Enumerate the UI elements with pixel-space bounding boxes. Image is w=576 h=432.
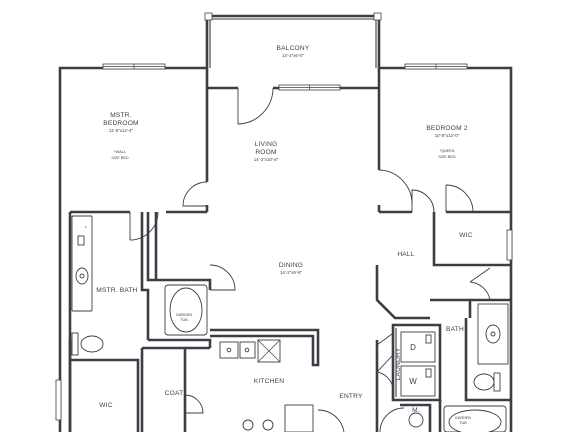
entry-label: ENTRY [339, 393, 363, 400]
bedroom2-note-1: *QUEEN [440, 149, 455, 153]
linen-label: L [85, 225, 87, 229]
bedroom2-note-2: SIZE BED [438, 155, 456, 159]
hall-label: HALL [397, 251, 414, 258]
coat-label: COAT [165, 390, 184, 397]
laundry-label: LAUNDRY [395, 347, 402, 380]
washer-label: W [409, 377, 417, 386]
balcony-label: BALCONY [277, 45, 310, 52]
master-bedroom-note-1: *WALL [114, 150, 126, 154]
dining-dim: 14'-2"x9'-6" [280, 270, 303, 275]
kitchen-label: KITCHEN [254, 378, 284, 385]
master-bath-label: MSTR. BATH [96, 287, 137, 294]
windows [55, 12, 513, 421]
bedroom2-dim: 10'-8"x12'-0" [435, 133, 460, 138]
living-room-label-2: ROOM [255, 149, 276, 156]
mech-label: M. [412, 407, 420, 414]
dryer-label: D [410, 343, 416, 352]
dining-label: DINING [279, 262, 303, 269]
garden-tub-left-label-1: GARDEN [176, 313, 193, 317]
living-room-label-1: LIVING [255, 141, 278, 148]
wic-left-label: WIC [99, 402, 112, 409]
master-bedroom-note-2: SIZE BED [111, 156, 129, 160]
fixtures [71, 215, 509, 432]
interior-walls [68, 86, 511, 432]
garden-tub-left-label-2: TUB [180, 318, 188, 322]
master-bedroom-dim: 11'-6"x12'-4" [109, 128, 134, 133]
bath-label: BATH [446, 326, 464, 333]
master-bedroom-label-2: BEDROOM [103, 120, 138, 127]
room-labels: BALCONY 14'-1"x6'-0" MSTR. BEDROOM 11'-6… [85, 45, 473, 425]
balcony-dim: 14'-1"x6'-0" [282, 53, 305, 58]
master-bedroom-label-1: MSTR. [110, 112, 132, 119]
doors [129, 87, 491, 432]
garden-tub-right-label-1: GARDEN [455, 416, 472, 420]
exterior-walls [58, 14, 513, 432]
garden-tub-right-label-2: TUB [459, 421, 467, 425]
wic-right-label: WIC [459, 232, 472, 239]
bedroom2-label: BEDROOM 2 [426, 125, 468, 132]
living-room-dim: 14'-2"x10'-8" [254, 157, 279, 162]
